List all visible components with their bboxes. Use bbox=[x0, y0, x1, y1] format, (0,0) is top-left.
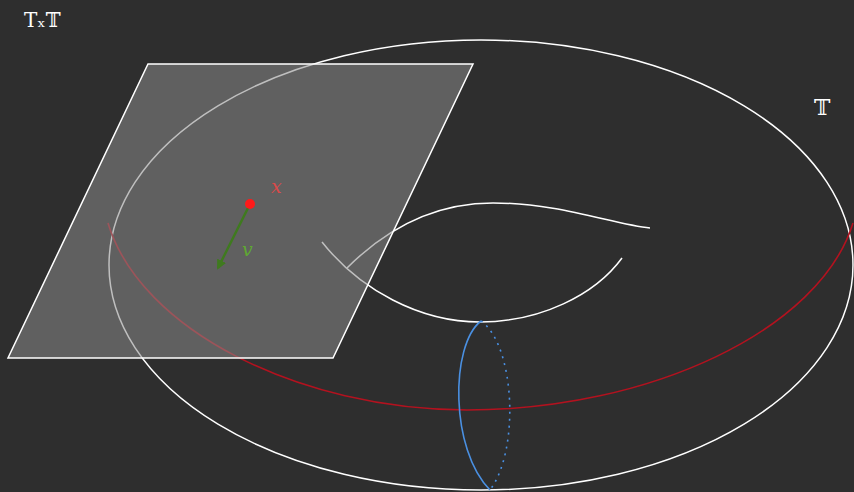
meridian-front bbox=[459, 321, 490, 490]
point-x bbox=[245, 199, 255, 209]
tangent-plane bbox=[8, 64, 473, 358]
meridian-back bbox=[481, 321, 510, 490]
torus-label: 𝕋 bbox=[814, 97, 830, 119]
vector-label: v bbox=[242, 240, 253, 259]
point-label: x bbox=[271, 177, 282, 196]
plane-label: Tₓ𝕋 bbox=[24, 10, 61, 30]
